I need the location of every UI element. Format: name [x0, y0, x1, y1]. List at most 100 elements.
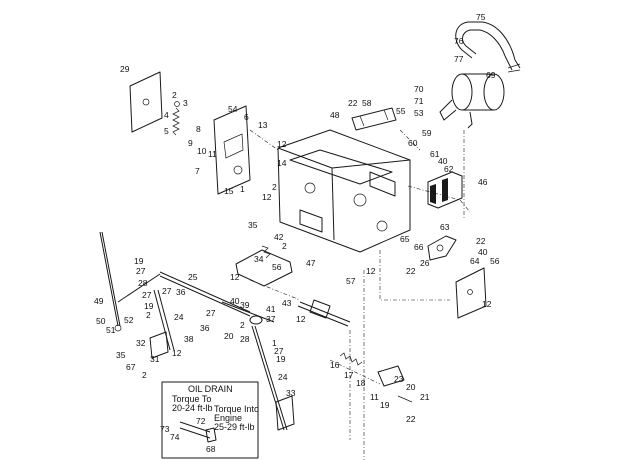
bracket-20-part: [377, 365, 413, 403]
callout-40: 40: [230, 296, 240, 306]
callout-54: 54: [228, 104, 238, 114]
callout-11: 11: [370, 392, 379, 402]
callout-2: 2: [146, 310, 151, 320]
callout-33: 33: [286, 388, 296, 398]
throttle-lever-part: [427, 235, 457, 261]
rod-33-part: [251, 325, 295, 431]
callout-56: 56: [490, 256, 500, 266]
callout-75: 75: [476, 12, 486, 22]
callout-14: 14: [277, 158, 287, 168]
callout-55: 55: [396, 106, 406, 116]
callout-16: 16: [330, 360, 340, 370]
inset-torque-into-line3: 25-29 ft-lb: [214, 422, 255, 432]
callout-12: 12: [277, 139, 287, 149]
callout-47: 47: [306, 258, 316, 268]
callout-73: 73: [160, 424, 170, 434]
callout-48: 48: [330, 110, 340, 120]
inset-torque-to-line2: 20-24 ft-lb: [172, 403, 213, 413]
callout-labels: 75 76 77 69 70 71 53 29 2 3 4 5 54 6 13 …: [94, 12, 500, 454]
callout-40: 40: [438, 156, 448, 166]
callout-21: 21: [420, 392, 430, 402]
lever-24-part: [149, 289, 175, 359]
inset-torque-into-line1: Torque Into: [214, 404, 259, 414]
callout-1: 1: [240, 184, 245, 194]
callout-1: 1: [272, 338, 277, 348]
callout-17: 17: [344, 370, 354, 380]
callout-41: 41: [266, 304, 276, 314]
callout-19: 19: [134, 256, 144, 266]
callout-22: 22: [406, 266, 416, 276]
callout-42: 42: [274, 232, 284, 242]
callout-12: 12: [262, 192, 272, 202]
callout-2: 2: [142, 370, 147, 380]
callout-77: 77: [454, 54, 464, 64]
callout-27: 27: [274, 346, 284, 356]
callout-32: 32: [136, 338, 146, 348]
callout-68: 68: [206, 444, 216, 454]
cross-shaft-part: [297, 299, 351, 327]
callout-12: 12: [172, 348, 182, 358]
callout-63: 63: [440, 222, 450, 232]
callout-35: 35: [248, 220, 258, 230]
callout-76: 76: [454, 36, 464, 46]
callout-10: 10: [197, 146, 207, 156]
arm-25-part: [117, 271, 251, 317]
callout-57: 57: [346, 276, 356, 286]
callout-50: 50: [96, 316, 106, 326]
callout-51: 51: [106, 325, 116, 335]
oil-drain-inset: [161, 381, 259, 459]
callout-24: 24: [278, 372, 288, 382]
spring-assembly: [172, 101, 180, 136]
callout-66: 66: [414, 242, 424, 252]
side-bracket-part: [455, 267, 487, 319]
callout-52: 52: [124, 315, 134, 325]
callout-71: 71: [414, 96, 424, 106]
callout-5: 5: [164, 126, 169, 136]
callout-4: 4: [164, 110, 169, 120]
callout-56: 56: [272, 262, 282, 272]
callout-36: 36: [176, 287, 186, 297]
callout-12: 12: [230, 272, 240, 282]
callout-67: 67: [126, 362, 136, 372]
callout-7: 7: [195, 166, 200, 176]
callout-25: 25: [188, 272, 198, 282]
assembly-lines: [249, 129, 471, 460]
callout-27: 27: [206, 308, 216, 318]
callout-12: 12: [366, 266, 376, 276]
callout-26: 26: [420, 258, 430, 268]
callout-22: 22: [406, 414, 416, 424]
callout-70: 70: [414, 84, 424, 94]
callout-6: 6: [244, 112, 249, 122]
chassis-frame-part: [277, 129, 411, 253]
callout-60: 60: [408, 138, 418, 148]
bracket-29-part: [129, 71, 163, 133]
callout-19: 19: [144, 301, 154, 311]
callout-46: 46: [478, 177, 488, 187]
callout-59: 59: [422, 128, 432, 138]
bracket-58-part: [351, 107, 397, 131]
inset-torque-to-line1: Torque To: [172, 394, 211, 404]
callout-13: 13: [258, 120, 268, 130]
control-plate-part: [213, 105, 251, 195]
callout-8: 8: [196, 124, 201, 134]
callout-19: 19: [276, 354, 286, 364]
muffler-part: [439, 63, 521, 129]
callout-19: 19: [380, 400, 390, 410]
callout-40: 40: [478, 247, 488, 257]
callout-49: 49: [94, 296, 104, 306]
callout-39: 39: [240, 300, 250, 310]
callout-2: 2: [240, 320, 245, 330]
callout-11: 11: [208, 149, 217, 159]
callout-61: 61: [430, 149, 440, 159]
callout-38: 38: [184, 334, 194, 344]
callout-9: 9: [188, 138, 193, 148]
callout-35: 35: [116, 350, 126, 360]
callout-58: 58: [362, 98, 372, 108]
callout-22: 22: [348, 98, 358, 108]
rod-49-part: [99, 231, 122, 332]
callout-2: 2: [272, 182, 277, 192]
callout-37: 37: [266, 314, 276, 324]
callout-36: 36: [200, 323, 210, 333]
callout-22: 22: [476, 236, 486, 246]
